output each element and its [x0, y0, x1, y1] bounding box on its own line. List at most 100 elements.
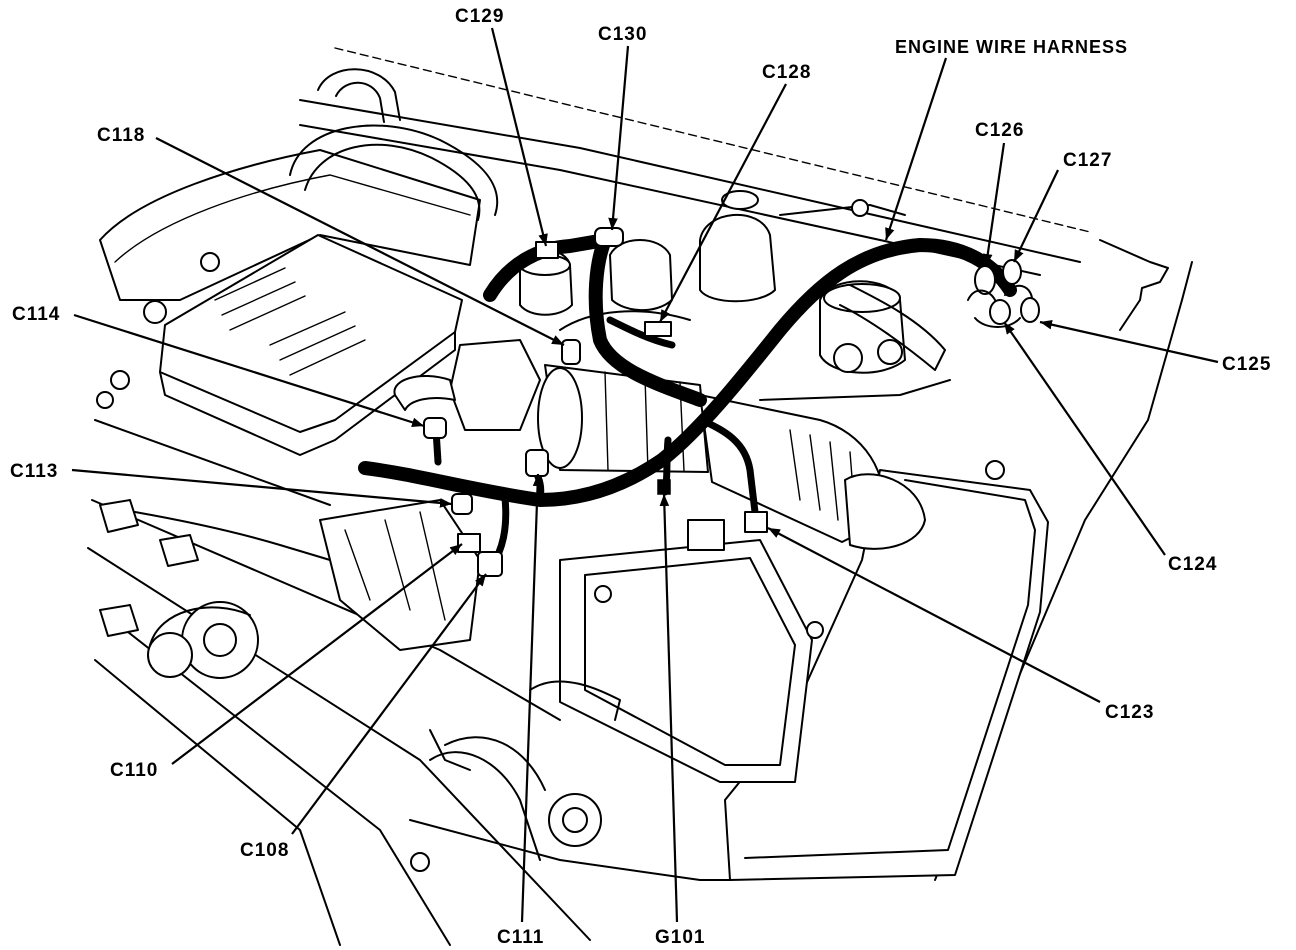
lower-hose	[429, 751, 541, 861]
lower-hose-2	[444, 736, 546, 791]
connector-c123	[744, 511, 768, 533]
air-cleaner-lid	[744, 479, 1036, 859]
leader-engine-wire-harness	[884, 57, 948, 241]
leader-c128	[659, 83, 787, 323]
leader-lines	[71, 27, 1219, 923]
spark-plug-boot-1	[99, 499, 139, 533]
hood-edge-line	[334, 47, 1091, 233]
harness-upper-branch	[483, 233, 707, 407]
duct-rib-2	[809, 434, 821, 511]
radiator-support	[409, 819, 731, 881]
battery-tray	[559, 539, 813, 783]
connector-c118	[561, 339, 581, 365]
exhaust-runner-1	[344, 529, 371, 601]
engine-line-art	[87, 47, 1193, 946]
label-c111: C111	[497, 927, 544, 948]
support-bolt	[410, 852, 430, 872]
plenum-fin-2	[221, 281, 296, 316]
coolant-reservoir-neck	[562, 807, 588, 833]
connector-c110	[457, 533, 481, 553]
connector-c126	[974, 265, 996, 295]
leader-c129	[490, 27, 548, 247]
connectors	[423, 227, 1040, 577]
round-cap-1	[833, 343, 863, 373]
throttle-body-inlet	[537, 367, 583, 469]
brake-reservoir-cap	[721, 190, 759, 210]
strut-cap	[823, 283, 901, 313]
cowl-line-lower	[299, 124, 1041, 276]
bolt-head-2	[200, 252, 220, 272]
hood-latch	[429, 729, 471, 771]
air-hose-right	[839, 284, 946, 371]
radiator-hose-inner	[335, 81, 385, 123]
idle-control-valve	[449, 339, 541, 431]
label-c113: C113	[10, 461, 58, 482]
label-c128: C128	[762, 62, 811, 83]
leader-c130	[608, 45, 630, 231]
throttle-rib-2	[644, 376, 649, 472]
leader-c110	[171, 543, 463, 765]
label-c129: C129	[455, 6, 504, 27]
leader-c111	[520, 473, 543, 923]
air-valve	[609, 239, 673, 312]
tray-bolt-1	[594, 585, 612, 603]
fuel-fitting	[851, 199, 869, 217]
mount-bolt-right	[985, 460, 1005, 480]
brake-line	[759, 379, 951, 401]
plug-wire	[134, 511, 331, 561]
plenum-fin-3	[229, 295, 306, 331]
leader-c108	[291, 573, 487, 835]
label-c130: C130	[598, 24, 647, 45]
leader-c126	[982, 142, 1006, 267]
ground-g101	[657, 479, 671, 495]
coolant-reservoir-cap	[548, 793, 602, 847]
cowl-line	[299, 99, 1081, 263]
connector-cluster-loops	[967, 284, 1033, 328]
connector-c111	[525, 449, 549, 477]
callout-labels: C129 C130 C128 ENGINE WIRE HARNESS C118 …	[10, 6, 1270, 948]
throttle-rib-1	[604, 371, 609, 471]
label-c124: C124	[1168, 554, 1217, 575]
harness-c123-branch	[698, 416, 759, 516]
spark-plug-boot-2	[159, 534, 199, 567]
label-c127: C127	[1063, 150, 1112, 171]
label-c123: C123	[1105, 702, 1154, 723]
connector-c108	[477, 551, 503, 577]
leader-c125	[1039, 319, 1219, 364]
connector-c130	[594, 227, 624, 247]
plenum-fin-6	[289, 339, 366, 376]
left-fender-line-5	[94, 659, 341, 946]
label-c118: C118	[97, 125, 145, 146]
label-g101: G101	[655, 927, 705, 948]
leader-c127	[1013, 169, 1059, 263]
bolt-head-3	[110, 370, 130, 390]
leader-c118	[155, 137, 565, 346]
label-c108: C108	[240, 840, 289, 861]
plenum-fin-4	[269, 311, 346, 346]
egr-pipe	[393, 375, 456, 411]
left-fender-line-4	[99, 609, 451, 946]
label-c126: C126	[975, 120, 1024, 141]
air-cleaner-box	[724, 469, 1049, 881]
leader-c113	[71, 468, 453, 508]
engine-wire-harness-drawing	[358, 233, 1017, 570]
leader-c124	[1003, 321, 1166, 556]
connector-c124	[989, 299, 1011, 325]
battery-tray-inner	[584, 557, 796, 766]
drive-belt	[149, 606, 251, 646]
bolt-head-1	[143, 300, 167, 324]
leader-c114	[73, 313, 425, 428]
tray-bolt-2	[806, 621, 824, 639]
brake-booster	[699, 213, 776, 303]
duct-rib-3	[829, 441, 839, 521]
battery-cable	[529, 680, 621, 721]
fuel-line	[779, 204, 906, 216]
round-cap-2	[877, 339, 903, 365]
intake-plenum	[159, 234, 463, 433]
connector-c125	[1020, 297, 1040, 323]
upper-hose-1	[289, 124, 499, 216]
spark-plug-boot-3	[99, 604, 139, 637]
leader-g101	[659, 493, 679, 923]
relay-box	[687, 519, 725, 551]
